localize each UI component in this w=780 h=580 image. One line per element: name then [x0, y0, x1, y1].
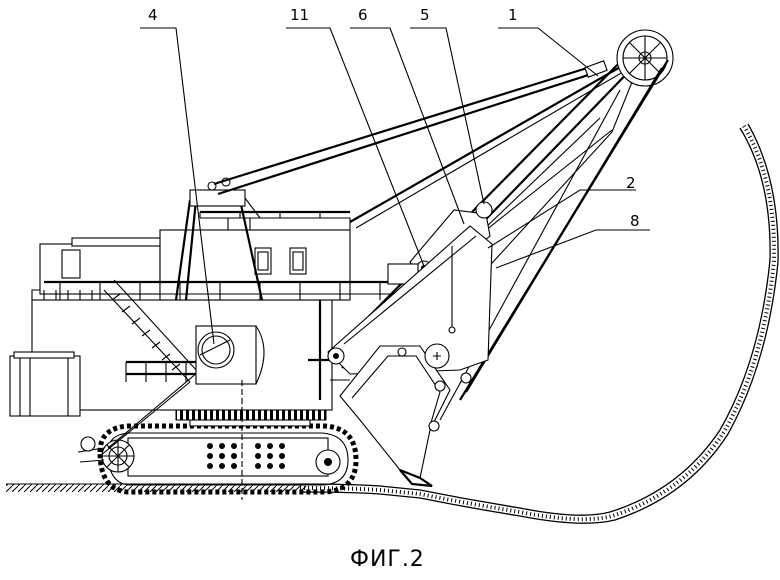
drive-tumbler	[101, 439, 135, 473]
callout-11: 11	[290, 6, 309, 24]
hoist-drum	[197, 331, 235, 369]
crawler-track	[77, 423, 359, 495]
callout-4: 4	[148, 6, 158, 24]
dipper-bucket	[330, 343, 472, 488]
ground	[6, 123, 779, 524]
swing-ring	[175, 409, 327, 421]
dipper-handle	[327, 225, 493, 375]
callout-8: 8	[630, 212, 640, 230]
access-ladder	[99, 279, 199, 457]
boom-point-sheave	[616, 29, 674, 87]
track-rollers	[207, 443, 285, 469]
callout-6: 6	[358, 6, 368, 24]
callout-5: 5	[420, 6, 430, 24]
leader-lines	[140, 27, 650, 345]
deck-railing	[44, 210, 400, 382]
idler-wheel	[315, 449, 341, 475]
shipper-shaft	[475, 201, 493, 219]
callout-2: 2	[626, 174, 636, 192]
figure-caption: ФИГ.2	[350, 547, 425, 572]
callout-1: 1	[508, 6, 518, 24]
callouts: 4 11 6 5 1 2 8	[148, 6, 640, 230]
a-frame	[174, 177, 264, 301]
